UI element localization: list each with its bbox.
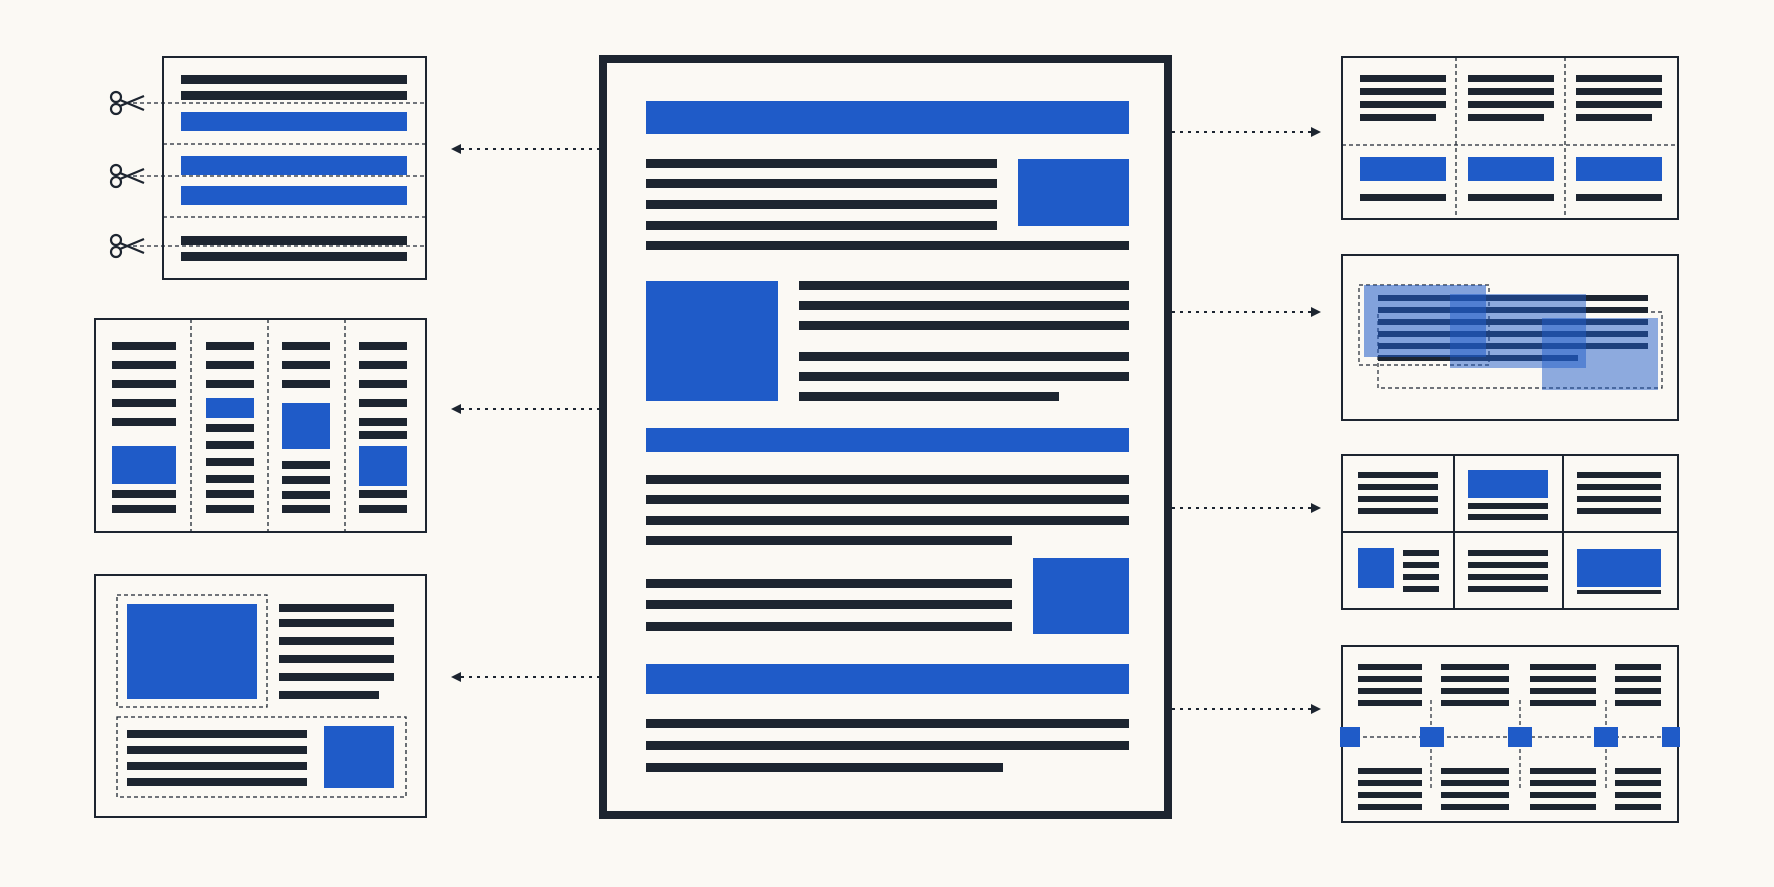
text-lines [646, 579, 1012, 631]
scissors-icon [109, 163, 145, 189]
linked-node-chunking-panel [1340, 645, 1680, 823]
text-lines [799, 281, 1129, 401]
overlapping-window-chunking-panel [1341, 254, 1679, 421]
column-chunking-panel [94, 318, 427, 533]
cell-layout-chunking-panel [1341, 454, 1679, 610]
image-block [1018, 159, 1129, 226]
heading-bar [646, 101, 1129, 134]
grid-chunking-panel [1341, 56, 1679, 220]
text-lines [646, 475, 1129, 545]
image-block [646, 281, 778, 401]
region-chunking-panel [94, 574, 427, 818]
scissors-icon [109, 90, 145, 116]
arrows [451, 127, 1321, 714]
fixed-size-chunking-panel [109, 56, 427, 280]
source-document [599, 55, 1172, 819]
heading-bar [646, 428, 1129, 452]
text-lines [646, 719, 1129, 772]
text-lines [646, 159, 1129, 250]
heading-bar [646, 664, 1129, 694]
scissors-icon [109, 233, 145, 259]
image-block [1033, 558, 1129, 634]
